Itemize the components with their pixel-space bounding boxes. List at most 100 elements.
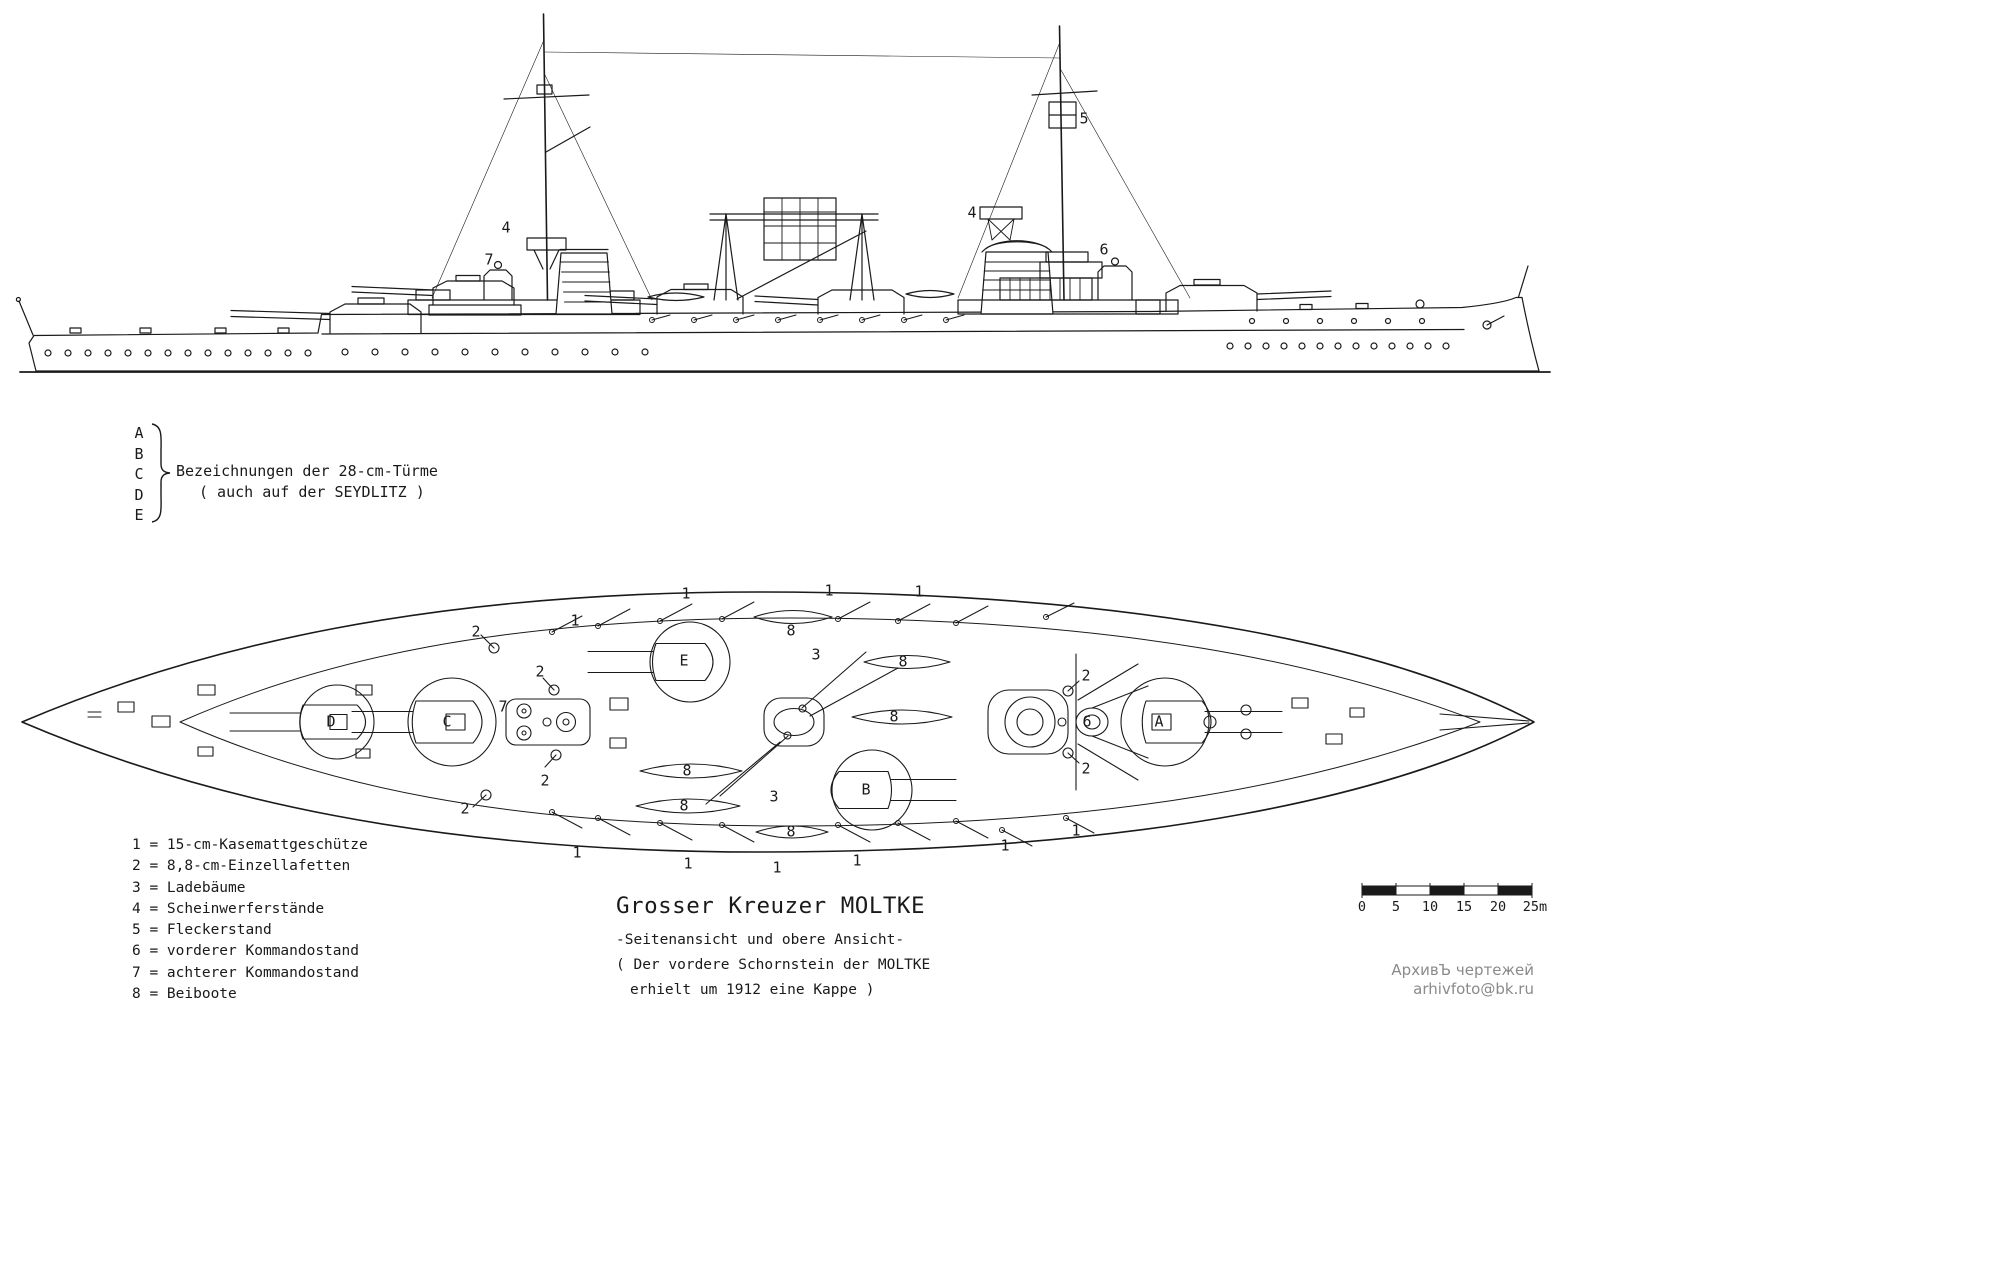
turret-c-side	[351, 274, 522, 316]
callout-label: C	[442, 712, 452, 731]
scale-tick-label: 10	[1421, 899, 1439, 915]
side-view-drawing	[15, 13, 1551, 373]
derrick-booms	[705, 651, 899, 805]
callout-label: 8	[679, 796, 689, 815]
funnel-cap	[981, 240, 1053, 253]
top-view-drawing	[21, 591, 1535, 853]
callout-label: 2	[540, 771, 550, 790]
hull-plan	[21, 591, 1535, 853]
callout-label: 6	[1082, 712, 1092, 731]
watermark-line1: АрхивЪ чертежей	[1391, 961, 1534, 979]
callout-label: 7	[498, 697, 508, 716]
searchlight-platform-aft	[526, 237, 567, 251]
legend-item: 5 = Fleckerstand	[132, 922, 272, 939]
callout-label: 6	[1099, 240, 1109, 259]
callout-label: 3	[811, 645, 821, 664]
stern-jackstaff	[18, 300, 34, 336]
turret-letter: B	[134, 444, 144, 463]
boats-plan	[635, 610, 953, 839]
capstan	[1415, 299, 1425, 309]
scale-bar-graphic	[1361, 883, 1533, 898]
watermark-line2: arhivfoto@bk.ru	[1413, 980, 1534, 998]
parts-legend: 1 = 15-cm-Kasemattgeschütze 2 = 8,8-cm-E…	[132, 835, 368, 1005]
bridge-superstructure	[957, 251, 1179, 315]
callout-label: 1	[914, 582, 924, 601]
turret-legend-caption: Bezeichnungen der 28-cm-Türme	[176, 462, 438, 480]
callout-label: 1	[681, 584, 691, 603]
portholes	[44, 317, 1450, 357]
drawing-note-line2: erhielt um 1912 eine Kappe )	[630, 982, 875, 998]
aft-funnel	[555, 248, 613, 315]
scale-tick-label: 15	[1455, 899, 1473, 915]
forward-funnel	[980, 240, 1054, 315]
forward-structure-plan	[987, 653, 1149, 791]
callout-label: 2	[460, 799, 470, 818]
callout-label: 8	[786, 621, 796, 640]
turret-a-plan	[1120, 677, 1283, 767]
main-mast-plan	[542, 717, 552, 727]
derrick-boom	[736, 230, 867, 300]
turret-b-side	[754, 289, 905, 315]
callout-label: 4	[501, 218, 511, 237]
turret-b-plan	[830, 749, 957, 831]
boat-gantry	[647, 197, 955, 302]
aft-structure-plan	[505, 698, 591, 746]
legend-item: 6 = vorderer Kommandostand	[132, 943, 359, 960]
main-mast	[503, 13, 591, 301]
fore-mast	[1031, 25, 1098, 301]
turret-letter: A	[134, 424, 144, 442]
legend-item: 4 = Scheinwerferstände	[132, 900, 325, 917]
turret-d-plan	[229, 684, 375, 760]
callout-label: 2	[1081, 759, 1091, 778]
turret-c-plan	[351, 677, 497, 767]
searchlight	[555, 711, 577, 733]
anchor	[1482, 320, 1492, 330]
scale-tick-label: 25m	[1522, 899, 1548, 915]
callout-label: 8	[898, 652, 908, 671]
searchlight-tower-forward	[979, 206, 1023, 241]
bow-jackstaff	[1517, 265, 1529, 298]
scale-tick-label: 0	[1357, 899, 1367, 915]
callout-label: B	[861, 780, 871, 799]
legend-item: 2 = 8,8-cm-Einzellafetten	[132, 858, 351, 875]
callout-label: 2	[471, 622, 481, 641]
callout-label: 3	[769, 787, 779, 806]
legend-item: 7 = achterer Kommandostand	[132, 964, 359, 981]
callout-label: 1	[852, 851, 862, 870]
drawing-subtitle: -Seitenansicht und obere Ansicht-	[616, 932, 905, 948]
callout-label: 1	[570, 611, 580, 630]
callout-label: 1	[1000, 836, 1010, 855]
watermark: АрхивЪ чертежей arhivfoto@bk.ru	[1330, 961, 1534, 999]
aft-superstructure	[407, 260, 641, 316]
scale-tick-label: 20	[1489, 899, 1507, 915]
callout-label: E	[679, 651, 689, 670]
forward-conning-tower	[1097, 257, 1133, 301]
callout-label: 1	[683, 854, 693, 873]
callout-label: D	[326, 712, 336, 731]
drawing-title: Grosser Kreuzer MOLTKE	[616, 893, 926, 919]
legend-item: 3 = Ladebäume	[132, 879, 246, 896]
turret-legend-caption-2: ( auch auf der SEYDLITZ )	[199, 483, 425, 501]
turret-letter-column: A B C D E	[129, 423, 149, 526]
callout-label: 1	[824, 581, 834, 600]
callout-label: 5	[1079, 109, 1089, 128]
turret-a-side	[1165, 278, 1332, 312]
callout-label: 8	[889, 707, 899, 726]
hull-profile	[15, 265, 1540, 372]
callout-label: 1	[772, 858, 782, 877]
secondary-guns-plan	[472, 634, 1080, 808]
rigging	[431, 39, 1191, 301]
callout-label: 8	[786, 822, 796, 841]
title-block: Grosser Kreuzer MOLTKE -Seitenansicht un…	[616, 893, 930, 998]
callout-label: 1	[1071, 821, 1081, 840]
turret-legend-brace	[151, 423, 171, 523]
casemate-guns-side	[649, 314, 965, 323]
turret-d-side	[230, 297, 422, 334]
fore-mast-plan	[1057, 717, 1067, 727]
turret-e-side	[584, 283, 744, 315]
casemate-guns-plan	[549, 601, 1095, 847]
aft-funnel-plan	[705, 651, 899, 805]
drawing-note-line1: ( Der vordere Schornstein der MOLTKE	[616, 957, 931, 973]
callout-label: 4	[967, 203, 977, 222]
